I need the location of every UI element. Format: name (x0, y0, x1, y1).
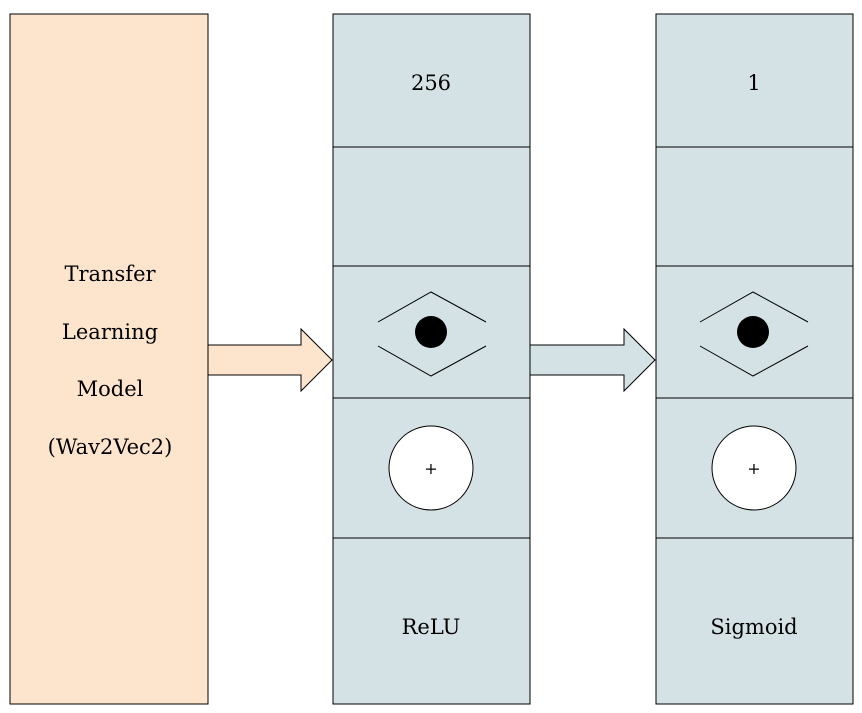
eye-icon (699, 291, 809, 377)
transfer-learning-block: Transfer Learning Model (Wav2Vec2) (9, 13, 209, 705)
source-line-1: Transfer (64, 262, 156, 286)
layer-2-empty-cell (655, 146, 854, 267)
layer-2-activation-label: Sigmoid (710, 615, 797, 639)
transfer-learning-box (9, 13, 209, 705)
layer-2-units-cell (655, 13, 854, 148)
layer-1-empty-cell (332, 146, 531, 267)
layer-1-bias-symbol: + (424, 459, 437, 478)
source-line-3: Model (77, 377, 144, 401)
layer-2-units-label: 1 (747, 71, 760, 95)
eye-icon (377, 291, 487, 377)
layer-1-units-cell (332, 13, 531, 148)
arrow-to-dense-layer-1 (207, 327, 333, 393)
dense-layer-1: 256 + ReLU (332, 13, 531, 705)
source-line-2: Learning (62, 320, 158, 344)
source-line-4: (Wav2Vec2) (48, 435, 173, 459)
layer-1-activation-label: ReLU (402, 615, 461, 639)
layer-1-activation-cell (332, 537, 531, 705)
layer-2-activation-cell (655, 537, 854, 705)
dense-layer-2: 1 + Sigmoid (655, 13, 854, 705)
layer-1-units-label: 256 (411, 71, 451, 95)
arrow-to-dense-layer-2 (529, 327, 656, 393)
bias-add-icon: + (388, 425, 474, 511)
bias-add-icon: + (711, 425, 797, 511)
layer-2-bias-symbol: + (747, 459, 760, 478)
